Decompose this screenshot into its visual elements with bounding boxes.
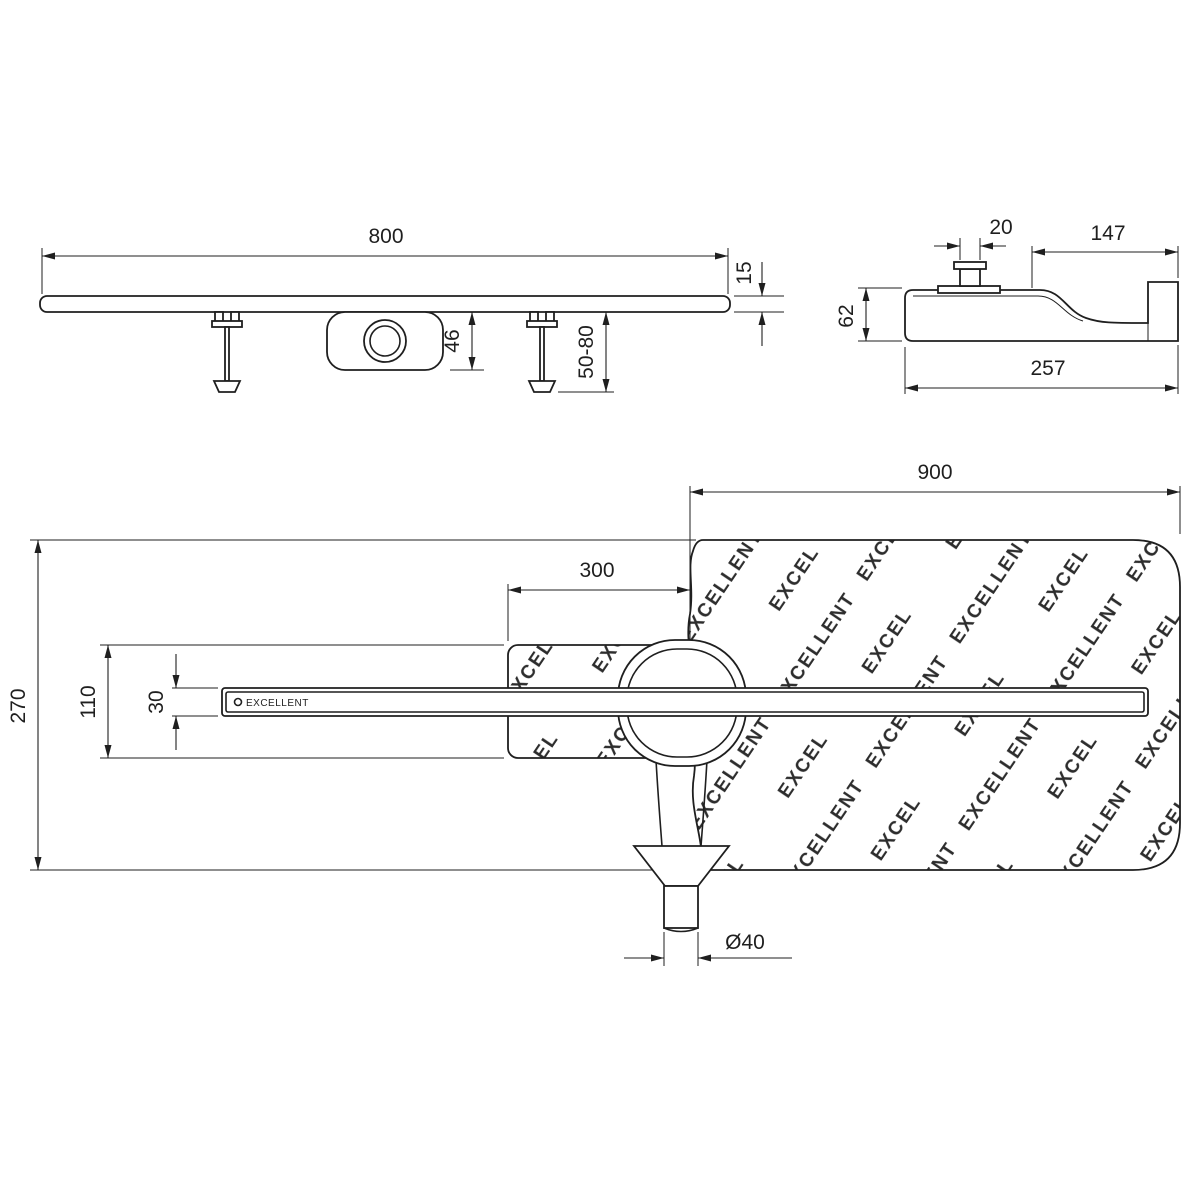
outlet-pipe	[663, 885, 699, 929]
dim-label-900: 900	[917, 461, 952, 484]
channel-section-profile	[904, 281, 1179, 342]
dim-label-257: 257	[1030, 357, 1065, 380]
drain-flange-profile	[39, 295, 731, 313]
dim-channel-width-30: 30	[145, 654, 218, 750]
dim-outlet-147: 147	[1031, 222, 1179, 288]
dim-tab-length-300: 300	[507, 559, 690, 641]
dim-thickness-15: 15	[733, 261, 784, 346]
brand-logo-icon	[233, 697, 243, 707]
dim-tab-width-110: 110	[77, 644, 504, 759]
funnel-neck-left	[655, 759, 663, 847]
dim-membrane-width-270: 270	[7, 539, 696, 871]
dim-label-20: 20	[989, 216, 1012, 239]
dim-label-50-80: 50-80	[575, 325, 598, 379]
dim-feet-height-50-80: 50-80	[558, 311, 614, 393]
dim-label-110: 110	[77, 685, 100, 718]
dim-label-147: 147	[1090, 222, 1125, 245]
dim-base-257: 257	[904, 345, 1179, 394]
dim-label-270: 270	[7, 688, 30, 723]
dim-height-62: 62	[835, 287, 902, 342]
dim-length-800: 800	[41, 225, 729, 294]
section-view: 20 147 62 257	[835, 216, 1179, 394]
dim-label-800: 800	[368, 225, 403, 248]
dim-membrane-length-900: 900	[689, 461, 1181, 640]
front-view: 800 15 46 50-80	[39, 225, 784, 393]
dim-clamp-20: 20	[934, 216, 1013, 260]
channel-strip: EXCELLENT	[221, 687, 1149, 717]
plan-view: EXCELLENT 900 300 270 110	[7, 461, 1181, 966]
fixing-clamp	[937, 261, 1001, 294]
dim-label-300: 300	[579, 559, 614, 582]
channel-brand-label: EXCELLENT	[246, 698, 309, 709]
siphon-trap	[326, 311, 444, 371]
adjustable-foot-left	[211, 311, 243, 393]
dim-label-46: 46	[441, 329, 464, 352]
dim-label-30: 30	[145, 690, 168, 713]
dim-label-15: 15	[733, 261, 756, 284]
dim-pipe-diameter-40: Ø40	[624, 931, 792, 966]
funnel-neck-right	[700, 759, 708, 847]
adjustable-foot-right	[526, 311, 558, 393]
dim-label-d40: Ø40	[725, 931, 765, 954]
dim-label-62: 62	[835, 304, 858, 327]
dim-trap-depth-46: 46	[441, 312, 484, 371]
